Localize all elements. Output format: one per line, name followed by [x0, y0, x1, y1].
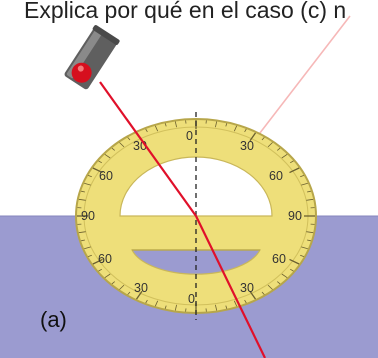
protractor-tick: [277, 281, 281, 285]
protractor-tick: [164, 123, 167, 127]
protractor-tick: [261, 137, 265, 141]
refracted-ray: [195, 215, 266, 358]
deg-label-upper-left-60: 60: [99, 169, 113, 183]
protractor-tick: [244, 128, 247, 133]
deg-label-upper-right-30: 30: [240, 139, 254, 153]
protractor-tick: [290, 268, 294, 272]
protractor-tick: [127, 137, 131, 141]
protractor-tick: [215, 121, 218, 128]
protractor-tick: [98, 160, 102, 164]
protractor-tick: [306, 231, 314, 234]
protractor-tick: [174, 304, 177, 311]
protractor-tick: [306, 198, 314, 201]
protractor-tick: [87, 175, 92, 178]
protractor-tick: [290, 160, 294, 164]
panel-label: (a): [40, 307, 67, 332]
protractor-tick: [81, 190, 85, 193]
protractor-tick: [174, 121, 177, 128]
deg-label-lower-right-30: 30: [240, 281, 254, 295]
protractor-tick: [78, 198, 86, 201]
protractor-tick: [104, 153, 111, 159]
protractor-lower-window: [131, 249, 261, 275]
protractor-tick: [104, 273, 111, 279]
protractor-tick: [301, 246, 308, 250]
protractor-tick: [267, 284, 273, 290]
protractor-tick: [281, 153, 288, 159]
protractor-tick: [98, 268, 102, 272]
protractor-tick: [225, 123, 228, 127]
protractor-tick: [289, 167, 300, 174]
protractor-tick: [145, 128, 148, 133]
protractor-tick: [215, 304, 218, 311]
protractor-tick: [300, 175, 305, 178]
protractor-tick: [127, 291, 131, 295]
protractor-tick: [233, 125, 238, 132]
deg-label-lower-0: 0: [188, 292, 195, 306]
deg-label-lower-right-60: 60: [272, 252, 286, 266]
deg-label-upper-left-90: 90: [81, 209, 95, 223]
deg-label-lower-left-60: 60: [98, 252, 112, 266]
protractor-tick: [154, 300, 159, 307]
protractor-tick: [300, 254, 305, 257]
deg-label-upper-right-60: 60: [269, 169, 283, 183]
question-text: Explica por qué en el caso (c) n: [24, 0, 347, 23]
protractor-tick: [267, 142, 273, 148]
protractor-tick: [119, 284, 125, 290]
protractor-tick: [249, 132, 257, 142]
laser-pointer-icon: [64, 25, 120, 90]
protractor-ticks: [77, 120, 315, 312]
protractor-tick: [87, 254, 92, 257]
protractor-tick: [145, 299, 148, 304]
protractor-tick: [261, 291, 265, 295]
protractor-tick: [81, 239, 85, 242]
protractor-tick: [233, 300, 238, 307]
protractor-tick: [164, 305, 167, 309]
protractor-tick: [92, 167, 103, 174]
protractor-tick: [244, 299, 247, 304]
deg-label-upper-right-90: 90: [288, 209, 302, 223]
protractor-tick: [249, 290, 257, 300]
protractor-tick: [111, 147, 115, 151]
deg-label-upper-0: 0: [186, 129, 193, 143]
protractor-tick: [154, 125, 159, 132]
protractor-tick: [78, 231, 86, 234]
protractor-tick: [111, 281, 115, 285]
protractor-tick: [92, 258, 103, 265]
protractor-tick: [307, 239, 311, 242]
deg-label-lower-left-30: 30: [134, 281, 148, 295]
protractor-tick: [307, 190, 311, 193]
protractor-tick: [84, 182, 91, 186]
protractor-tick: [225, 305, 228, 309]
protractor-tick: [135, 290, 143, 300]
protractor-tick: [84, 246, 91, 250]
protractor-tick: [289, 258, 300, 265]
protractor-tick: [301, 182, 308, 186]
protractor-tick: [119, 142, 125, 148]
protractor-tick: [277, 147, 281, 151]
incident-ray: [99, 81, 197, 217]
protractor-tick: [281, 273, 288, 279]
